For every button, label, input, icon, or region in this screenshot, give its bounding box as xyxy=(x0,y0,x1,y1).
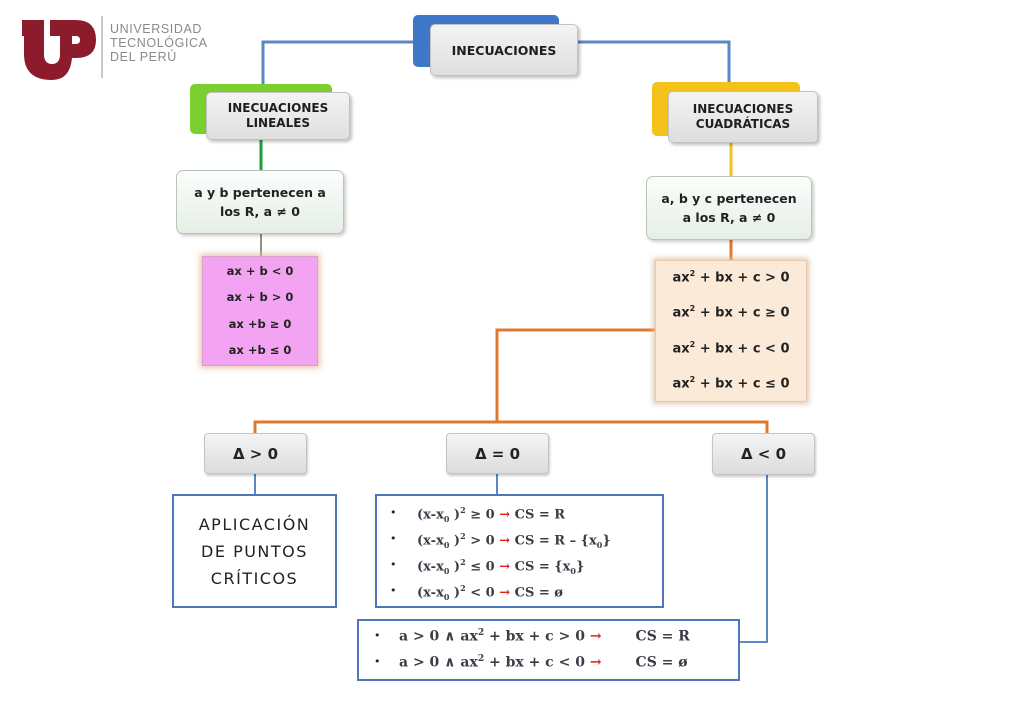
critical-points-line: DE PUNTOS xyxy=(201,541,308,561)
bullet: • xyxy=(390,532,397,545)
linear-forms-box: ax + b < 0 ax + b > 0 ax +b ≥ 0 ax +b ≤ … xyxy=(202,256,318,366)
discriminant-negative: Δ < 0 xyxy=(712,433,815,475)
university-name-line: UNIVERSIDAD xyxy=(110,22,203,36)
utp-logo xyxy=(20,14,98,82)
cuadraticas-condition: a, b y c pertenecen a los R, a ≠ 0 xyxy=(646,176,812,240)
negative-case: a > 0 ∧ ax2 + bx + c < 0 →CS = ø xyxy=(399,654,688,671)
cuadraticas-label-line: CUADRÁTICAS xyxy=(695,117,791,131)
discriminant-zero-label: Δ = 0 xyxy=(474,444,521,463)
bullet: • xyxy=(374,655,381,668)
discriminant-positive-label: Δ > 0 xyxy=(232,444,279,463)
university-name: UNIVERSIDAD TECNOLÓGICA DEL PERÚ xyxy=(110,22,208,64)
root-node-label: INECUACIONES xyxy=(451,42,557,58)
negative-cases-box: • a > 0 ∧ ax2 + bx + c > 0 →CS = R • a >… xyxy=(357,619,740,681)
cuadraticas-condition-line: a, b y c pertenecen xyxy=(661,191,797,206)
university-name-line: DEL PERÚ xyxy=(110,50,177,64)
utp-logo-mark xyxy=(22,20,96,80)
university-name-line: TECNOLÓGICA xyxy=(110,36,208,50)
critical-points-line: CRÍTICOS xyxy=(210,568,299,588)
discriminant-branch-line xyxy=(253,420,769,434)
zero-case: (x-x0 )2 ≥ 0 → CS = R xyxy=(417,505,566,524)
cuadraticas-node: INECUACIONES CUADRÁTICAS xyxy=(668,91,818,143)
critical-points-box: APLICACIÓN DE PUNTOS CRÍTICOS xyxy=(172,494,337,608)
quadratic-forms-box: ax2 + bx + c > 0 ax2 + bx + c ≥ 0 ax2 + … xyxy=(655,260,807,402)
discriminant-zero: Δ = 0 xyxy=(446,433,549,474)
quadratic-form: ax2 + bx + c ≤ 0 xyxy=(672,375,790,392)
cuadraticas-label-line: INECUACIONES xyxy=(692,102,794,116)
quadratic-form: ax2 + bx + c < 0 xyxy=(672,340,790,357)
bullet: • xyxy=(374,629,381,642)
lineales-condition-line: los R, a ≠ 0 xyxy=(220,204,300,219)
quadratic-form: ax2 + bx + c > 0 xyxy=(672,269,790,286)
linear-form: ax + b > 0 xyxy=(226,290,294,304)
logo-divider xyxy=(101,16,103,78)
discriminant-negative-label: Δ < 0 xyxy=(740,445,787,463)
root-node: INECUACIONES xyxy=(430,24,578,76)
critical-points-line: APLICACIÓN xyxy=(198,514,311,534)
bullet: • xyxy=(390,584,397,597)
linear-form: ax + b < 0 xyxy=(226,264,294,278)
zero-case: (x-x0 )2 < 0 → CS = ø xyxy=(417,583,563,602)
linear-form: ax +b ≥ 0 xyxy=(228,317,292,331)
quad-forms-to-discriminant-line xyxy=(495,328,655,423)
lineales-node: INECUACIONES LINEALES xyxy=(206,92,350,140)
bullet: • xyxy=(390,506,397,519)
root-to-lineales-line xyxy=(261,40,415,87)
zero-case: (x-x0 )2 ≤ 0 → CS = {x0} xyxy=(417,557,585,576)
zero-case: (x-x0 )2 > 0 → CS = R – {x0} xyxy=(417,531,611,550)
lineales-label-line: LINEALES xyxy=(245,116,311,130)
negative-case: a > 0 ∧ ax2 + bx + c > 0 →CS = R xyxy=(399,628,690,645)
discriminant-positive: Δ > 0 xyxy=(204,433,307,474)
lineales-label-line: INECUACIONES xyxy=(227,101,329,115)
root-to-cuadraticas-line xyxy=(568,40,731,84)
lineales-condition: a y b pertenecen a los R, a ≠ 0 xyxy=(176,170,344,234)
lineales-condition-line: a y b pertenecen a xyxy=(194,185,326,200)
zero-cases-box: • (x-x0 )2 ≥ 0 → CS = R • (x-x0 )2 > 0 →… xyxy=(375,494,664,608)
linear-form: ax +b ≤ 0 xyxy=(228,343,292,357)
bullet: • xyxy=(390,558,397,571)
cuadraticas-condition-line: a los R, a ≠ 0 xyxy=(682,210,776,225)
negative-to-box-line xyxy=(740,475,768,643)
quadratic-form: ax2 + bx + c ≥ 0 xyxy=(672,304,790,321)
